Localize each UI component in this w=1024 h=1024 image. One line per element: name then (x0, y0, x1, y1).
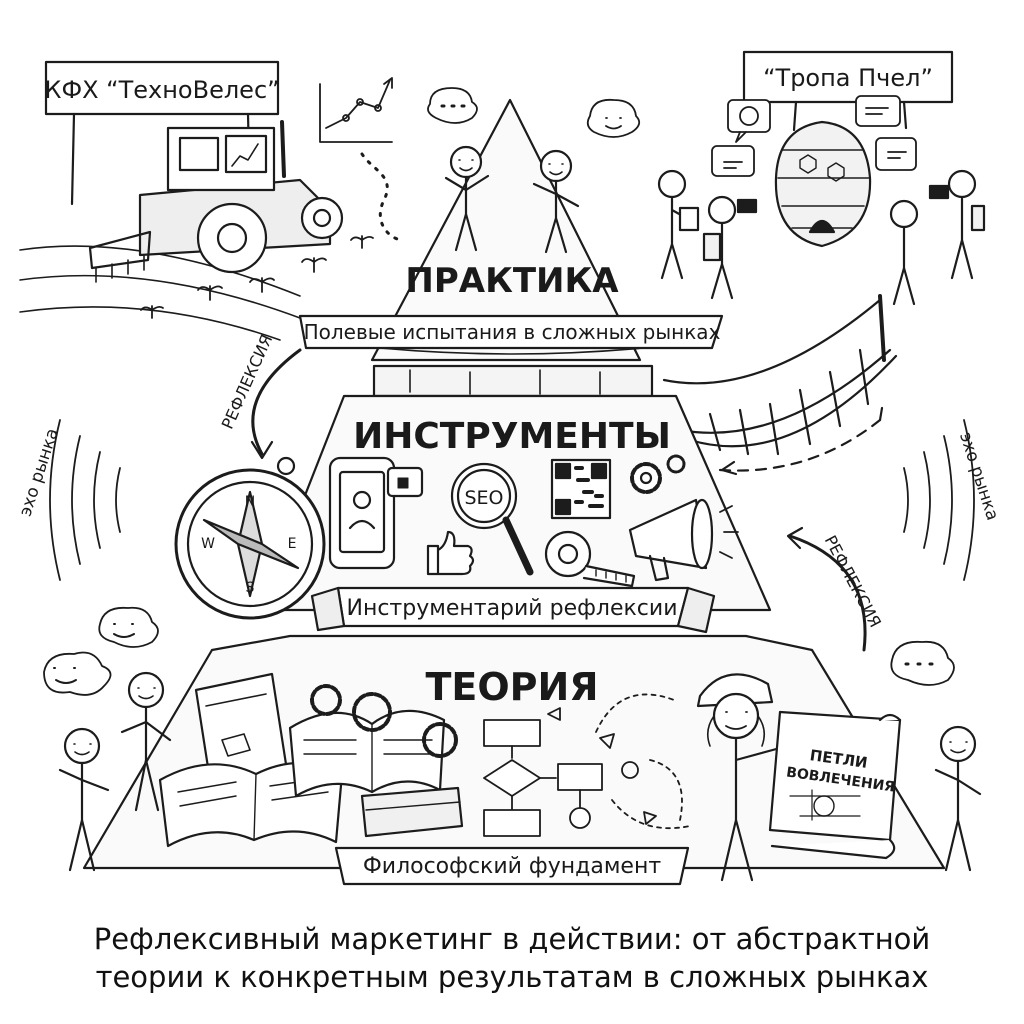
market-echo-left: эхо рынка (16, 419, 121, 581)
market-echo-right: эхо рынка (903, 419, 1002, 581)
tier-theory-title: ТЕОРИЯ (425, 665, 598, 709)
tourist-figures (657, 169, 986, 306)
reflexion-arrow-right: РЕФЛЕКСИЯ (786, 526, 885, 652)
flowchart-icon (483, 693, 691, 837)
farm-sign-label: КФХ “ТехноВелес” (44, 76, 279, 104)
people-right (890, 640, 982, 872)
farm-sign: КФХ “ТехноВелес” (44, 60, 280, 206)
svg-text:N: N (245, 494, 255, 510)
books-icon (158, 672, 464, 848)
tier-practice: ПРАКТИКА Полевые испытания в сложных рын… (298, 87, 724, 362)
bee-trail-sign: “Тропа Пчел” (742, 50, 954, 132)
thumbs-up-icon (426, 530, 475, 576)
tractor-icon (88, 120, 344, 283)
reflexion-label-right: РЕФЛЕКСИЯ (821, 532, 885, 630)
caption-line-1: Рефлексивный маркетинг в действии: от аб… (93, 922, 931, 956)
tier-tools-title: ИНСТРУМЕНТЫ (353, 416, 671, 457)
smile-chat-bubbles (711, 95, 917, 177)
qr-code-icon (550, 458, 612, 520)
tier-theory: ТЕОРИЯ (82, 634, 946, 886)
svg-text:W: W (201, 536, 215, 552)
engineer-figure (696, 673, 782, 882)
diagram-caption: Рефлексивный маркетинг в действии: от аб… (0, 920, 1024, 996)
rope-bridge (662, 294, 898, 476)
reflexion-arrow-left: РЕФЛЕКСИЯ (218, 332, 302, 460)
pyramid: ПРАКТИКА Полевые испытания в сложных рын… (82, 87, 946, 886)
engagement-loops-blueprint: ПЕТЛИ ВОВЛЕЧЕНИЯ (768, 710, 902, 860)
smartphone-icon (328, 456, 424, 570)
gear-icon (310, 684, 458, 758)
tier-tools: ИНСТРУМЕНТЫ SEO (174, 394, 772, 634)
caption-line-2: теории к конкретным результатам в сложны… (95, 960, 929, 994)
bee-trail-sign-label: “Тропа Пчел” (763, 64, 933, 92)
farm-scene: КФХ “ТехноВелес” (19, 60, 402, 341)
gear-icon (630, 454, 686, 494)
tier-practice-title: ПРАКТИКА (405, 261, 619, 301)
svg-text:S: S (246, 580, 255, 596)
svg-text:E: E (288, 536, 297, 552)
seo-magnifier-icon: SEO (450, 462, 534, 576)
megaphone-icon (628, 498, 739, 582)
tier-tools-banner: Инструментарий рефлексии (347, 596, 678, 621)
market-echo-label-left: эхо рынка (16, 426, 63, 519)
tier-practice-banner: Полевые испытания в сложных рынках (304, 320, 721, 344)
growth-chart-icon (319, 77, 393, 143)
tier-theory-banner: Философский фундамент (363, 854, 662, 879)
market-echo-label-right: эхо рынка (955, 430, 1002, 523)
seo-label: SEO (464, 487, 503, 509)
compass-icon: N W E S (174, 456, 326, 620)
tape-measure-icon (544, 530, 636, 588)
seedling-icons (140, 235, 374, 319)
beekeeping-scene: “Тропа Пчел” (657, 50, 986, 476)
beehive-icon (774, 120, 872, 248)
people-left (43, 606, 172, 872)
